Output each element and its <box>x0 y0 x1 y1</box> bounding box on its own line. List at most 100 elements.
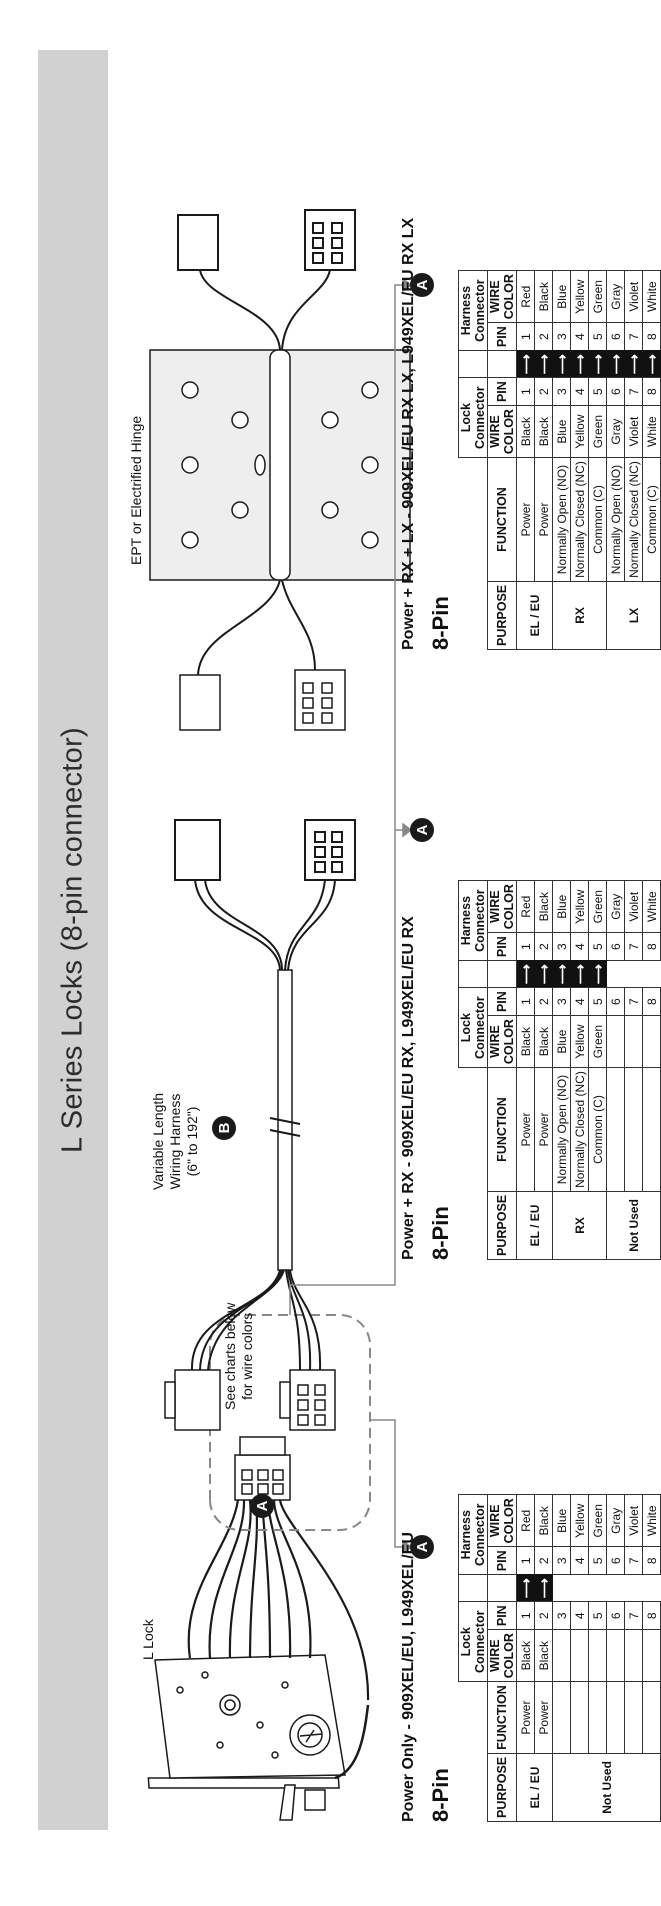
lock-connector-header: Lock Connector <box>458 377 488 458</box>
harness-wire-color-cell: Blue <box>552 270 571 323</box>
purpose-cell: RX <box>552 1191 607 1260</box>
harness-wire-color-cell: Yellow <box>570 270 589 323</box>
connection-gap <box>588 1574 607 1602</box>
function-cell: Normally Closed (NC) <box>570 457 589 582</box>
connection-gap <box>624 1574 643 1602</box>
section-title-power-only: Power Only - 909XEL/EU, L949XEL/EU <box>400 1532 417 1822</box>
connector-a-drawing <box>234 1436 291 1501</box>
harness-connector-header: Harness Connector <box>458 1494 488 1575</box>
pin-title-2: 8-Pin <box>428 1206 453 1260</box>
connection-gap <box>552 1574 571 1602</box>
harness-pin-cell: 7 <box>624 1546 643 1575</box>
harness-wire-color-cell: Red <box>516 880 535 933</box>
function-cell: Normally Closed (NC) <box>624 457 643 582</box>
lock-pin-cell: 7 <box>624 1601 643 1630</box>
function-cell <box>570 1681 589 1754</box>
connection-arrow-icon: ⟶ <box>516 1574 535 1602</box>
l-lock-drawing <box>147 1654 370 1821</box>
harness-wire-color-cell: White <box>642 1494 661 1547</box>
harness-wire-color-cell: Red <box>516 270 535 323</box>
connection-arrow-icon: ⟶ <box>606 350 625 378</box>
purpose-cell: LX <box>606 581 661 650</box>
lock-pin-cell: 1 <box>516 377 535 406</box>
hinge-side-connectors <box>179 579 346 731</box>
harness-connector-header: Harness Connector <box>458 270 488 351</box>
harness-pin-cell: 8 <box>642 1546 661 1575</box>
wiring-illustration <box>147 209 413 1821</box>
harness-wire-color-header: WIRE COLOR <box>487 1494 517 1547</box>
purpose-cell: EL / EU <box>516 1753 553 1822</box>
marker-a-diagram: A <box>250 1494 274 1518</box>
lock-wire-color-cell: White <box>642 405 661 458</box>
connection-arrow-icon: ⟶ <box>624 350 643 378</box>
harness-wire-color-header: WIRE COLOR <box>487 270 517 323</box>
harness-cable <box>269 969 301 1271</box>
lock-wire-color-cell: Blue <box>552 1015 571 1068</box>
connection-arrow-icon: ⟶ <box>516 350 535 378</box>
lock-wire-color-cell: Black <box>534 405 553 458</box>
lock-pin-cell: 2 <box>534 1601 553 1630</box>
harness-wire-color-cell: White <box>642 270 661 323</box>
function-header: FUNCTION <box>487 1681 517 1754</box>
lock-pin-cell: 1 <box>516 987 535 1016</box>
function-cell: Normally Closed (NC) <box>570 1067 589 1192</box>
callout-dashed-box <box>209 1314 371 1531</box>
lock-wire-color-cell <box>552 1629 571 1682</box>
lock-wire-color-cell <box>606 1629 625 1682</box>
lock-pin-cell: 8 <box>642 377 661 406</box>
harness-pin-cell: 3 <box>552 322 571 351</box>
header-row-groups: Lock Connector Harness Connector <box>458 270 488 650</box>
purpose-cell: EL / EU <box>516 1191 553 1260</box>
pin-title-1: 8-Pin <box>428 1768 453 1822</box>
page-title: L Series Locks (8-pin connector) <box>56 727 89 1153</box>
marker-a-section-1: A <box>410 1535 434 1559</box>
connection-arrow-icon: ⟶ <box>534 350 553 378</box>
marker-a-section-3: A <box>410 273 434 297</box>
header-gap <box>487 350 517 378</box>
harness-pin-cell: 4 <box>570 932 589 961</box>
lock-wire-color-cell <box>642 1015 661 1068</box>
function-cell <box>642 1681 661 1754</box>
lock-pin-header: PIN <box>487 987 517 1016</box>
function-cell <box>552 1681 571 1754</box>
section-title-power-rx: Power + RX - 909XEL/EU RX, L949XEL/EU RX <box>400 916 417 1260</box>
harness-connector-right <box>174 819 356 971</box>
harness-pin-cell: 1 <box>516 322 535 351</box>
see-charts-note: See charts below for wire colors <box>222 1302 255 1410</box>
lock-pin-cell: 3 <box>552 377 571 406</box>
hinge-output <box>177 209 356 351</box>
lock-wire-color-header: WIRE COLOR <box>487 405 517 458</box>
harness-pin-cell: 4 <box>570 1546 589 1575</box>
harness-wire-color-cell: Black <box>534 1494 553 1547</box>
lock-wire-color-cell <box>624 1629 643 1682</box>
lock-wire-color-cell: Black <box>516 1629 535 1682</box>
lock-pin-cell: 3 <box>552 987 571 1016</box>
function-cell: Common (C) <box>588 1067 607 1192</box>
harness-wire-color-cell: White <box>642 880 661 933</box>
function-cell <box>606 1067 625 1192</box>
lock-wire-color-cell: Black <box>534 1015 553 1068</box>
purpose-cell: EL / EU <box>516 581 553 650</box>
lock-pin-cell: 8 <box>642 987 661 1016</box>
header-gap <box>458 1574 488 1602</box>
connection-gap <box>642 960 661 988</box>
lock-pin-cell: 3 <box>552 1601 571 1630</box>
connection-arrow-icon: ⟶ <box>570 350 589 378</box>
purpose-cell: RX <box>552 581 607 650</box>
harness-pin-cell: 7 <box>624 932 643 961</box>
connection-arrow-icon: ⟶ <box>534 1574 553 1602</box>
harness-pin-cell: 6 <box>606 932 625 961</box>
lock-pin-cell: 5 <box>588 1601 607 1630</box>
purpose-cell: Not Used <box>606 1191 661 1260</box>
harness-wire-color-cell: Yellow <box>570 880 589 933</box>
harness-wire-color-cell: Blue <box>552 1494 571 1547</box>
harness-pin-cell: 1 <box>516 1546 535 1575</box>
harness-wire-color-cell: Violet <box>624 1494 643 1547</box>
harness-pin-header: PIN <box>487 322 517 351</box>
lock-pin-cell: 5 <box>588 987 607 1016</box>
